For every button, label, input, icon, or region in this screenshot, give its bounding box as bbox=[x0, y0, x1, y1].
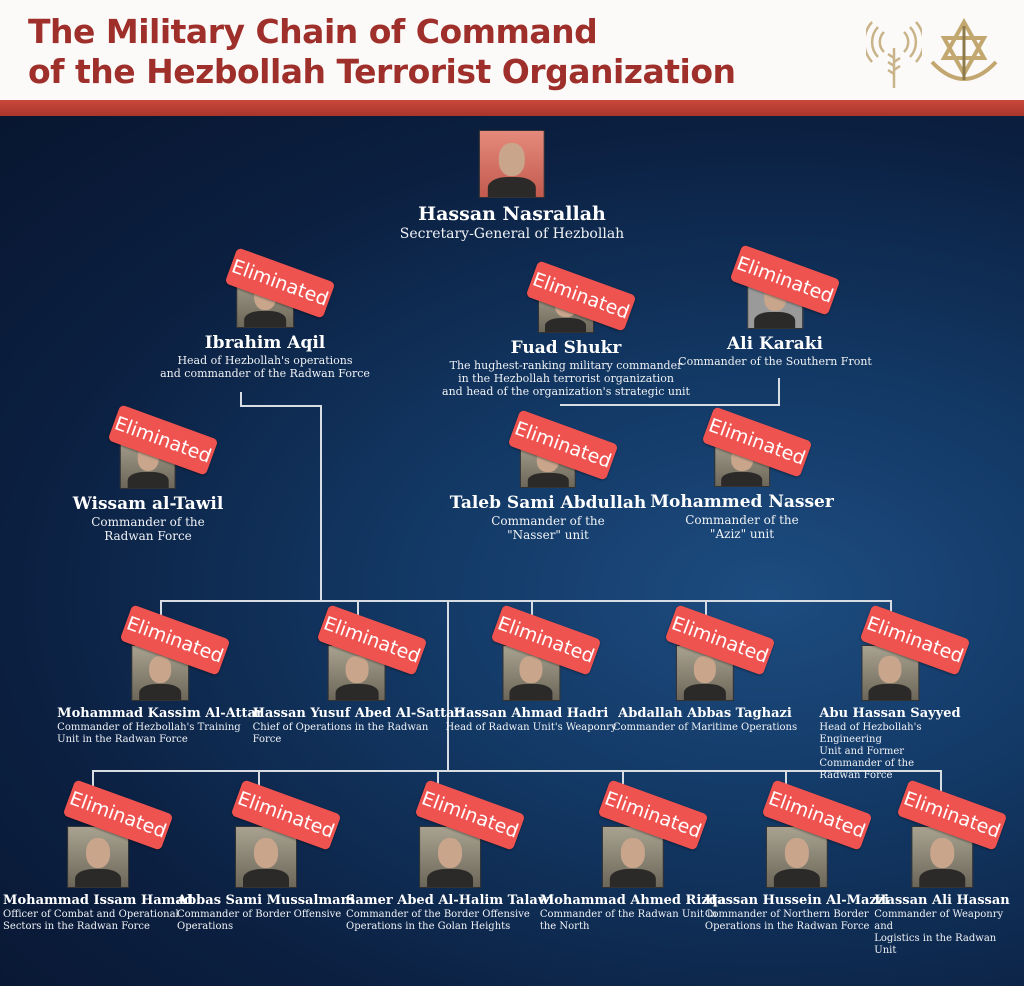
person-photo bbox=[66, 826, 129, 888]
person-role: Commander of Border Offensive Operations bbox=[177, 908, 342, 932]
person-name: Mohammad Issam Hamad bbox=[3, 893, 193, 908]
body-silhouette bbox=[754, 312, 796, 328]
body-silhouette bbox=[774, 869, 820, 887]
body-silhouette bbox=[243, 869, 289, 887]
body-silhouette bbox=[509, 683, 553, 700]
head-silhouette bbox=[621, 837, 645, 868]
body-silhouette bbox=[868, 683, 912, 700]
person-name: Fuad Shukr bbox=[510, 338, 622, 358]
person-name: Mohammed Nasser bbox=[650, 492, 834, 512]
person-role: Head of Hezbollah's operations and comma… bbox=[160, 353, 370, 380]
connector-line bbox=[160, 600, 890, 602]
person-name: Abdallah Abbas Taghazi bbox=[618, 706, 792, 721]
body-silhouette bbox=[610, 869, 656, 887]
person-role: Secretary-General of Hezbollah bbox=[399, 225, 625, 242]
head-silhouette bbox=[148, 655, 172, 683]
header-divider bbox=[0, 100, 1024, 116]
head-silhouette bbox=[519, 655, 543, 683]
header: The Military Chain of Command of the Hez… bbox=[0, 0, 1024, 100]
body-silhouette bbox=[527, 473, 569, 487]
head-silhouette bbox=[929, 837, 954, 868]
person-role: Head of Hezbollah's Engineering Unit and… bbox=[819, 721, 922, 781]
body-silhouette bbox=[919, 869, 965, 887]
connector-line bbox=[240, 405, 322, 407]
body-silhouette bbox=[138, 683, 182, 700]
person-role: Commander of the "Nasser" unit bbox=[491, 513, 605, 542]
person-role: Chief of Operations in the Radwan Force bbox=[252, 721, 429, 745]
head-silhouette bbox=[438, 837, 462, 868]
head-silhouette bbox=[85, 837, 110, 868]
person-photo bbox=[766, 826, 828, 888]
body-silhouette bbox=[545, 318, 587, 332]
person-role: Commander of the Radwan Force bbox=[91, 514, 205, 543]
person-name: Mohammad Ahmed Rizqa bbox=[539, 893, 727, 908]
body-silhouette bbox=[427, 869, 473, 887]
body-silhouette bbox=[721, 471, 763, 486]
page-title: The Military Chain of Command of the Hez… bbox=[28, 12, 736, 91]
connector-line bbox=[560, 404, 780, 406]
person-photo bbox=[234, 826, 297, 888]
connector-line bbox=[92, 770, 942, 772]
person-photo bbox=[419, 826, 481, 888]
person-name: Abu Hassan Sayyed bbox=[819, 706, 961, 721]
person-name: Samer Abed Al-Halim Talawi bbox=[346, 893, 554, 908]
person-name: Hassan Ali Hassan bbox=[874, 893, 1010, 908]
body-silhouette bbox=[243, 310, 287, 327]
connector-line bbox=[778, 378, 780, 406]
person-role: Commander of Weaponry and Logistics in t… bbox=[874, 908, 1004, 956]
body-silhouette bbox=[75, 869, 121, 887]
idf-emblem-icon bbox=[930, 18, 998, 81]
person-name: Abbas Sami Mussalmani bbox=[177, 893, 355, 908]
body-silhouette bbox=[683, 683, 727, 700]
head-silhouette bbox=[499, 142, 525, 176]
person-photo bbox=[478, 130, 545, 198]
person-name: Mohammad Kassim Al-Attar bbox=[57, 706, 263, 721]
person-role: Commander of Northern Border Operations … bbox=[704, 908, 870, 932]
person-name: Wissam al-Tawil bbox=[72, 494, 224, 514]
head-silhouette bbox=[785, 837, 809, 868]
person-name: Ibrahim Aqil bbox=[204, 333, 326, 353]
connector-line bbox=[240, 392, 242, 406]
person-name: Hassan Hussein Al-Mazzi bbox=[704, 893, 890, 908]
body-silhouette bbox=[127, 472, 169, 488]
person-name: Hassan Nasrallah bbox=[418, 203, 606, 225]
radio-antenna-olive-branch-icon bbox=[866, 21, 922, 88]
head-silhouette bbox=[693, 655, 717, 683]
person-role: Commander of the "Aziz" unit bbox=[685, 512, 799, 541]
person-name: Taleb Sami Abdullah bbox=[449, 493, 647, 513]
person-name: Hassan Yusuf Abed Al-Sattar bbox=[252, 706, 462, 721]
head-silhouette bbox=[345, 655, 369, 683]
person-role: Commander of the Southern Front bbox=[678, 354, 872, 368]
person-role: Commander of the Radwan Unit in the Nort… bbox=[539, 908, 717, 932]
connector-line bbox=[447, 600, 449, 771]
person-role: Commander of Hezbollah's Training Unit i… bbox=[57, 721, 241, 745]
person-role: Commander of the Border Offensive Operat… bbox=[346, 908, 530, 932]
person-role: Head of Radwan Unit's Weaponry bbox=[445, 721, 617, 733]
person-photo bbox=[602, 826, 664, 888]
body-silhouette bbox=[487, 177, 537, 197]
person-role: The hughest-ranking military commander i… bbox=[442, 358, 690, 398]
connector-line bbox=[320, 405, 322, 601]
body-silhouette bbox=[335, 683, 379, 700]
head-silhouette bbox=[878, 655, 902, 683]
person-role: Commander of Maritime Operations bbox=[612, 721, 798, 733]
person-role: Officer of Combat and Operational Sector… bbox=[3, 908, 179, 932]
person-name: Hassan Ahmad Hadri bbox=[453, 706, 609, 721]
person-name: Ali Karaki bbox=[726, 334, 824, 354]
head-silhouette bbox=[253, 837, 278, 868]
